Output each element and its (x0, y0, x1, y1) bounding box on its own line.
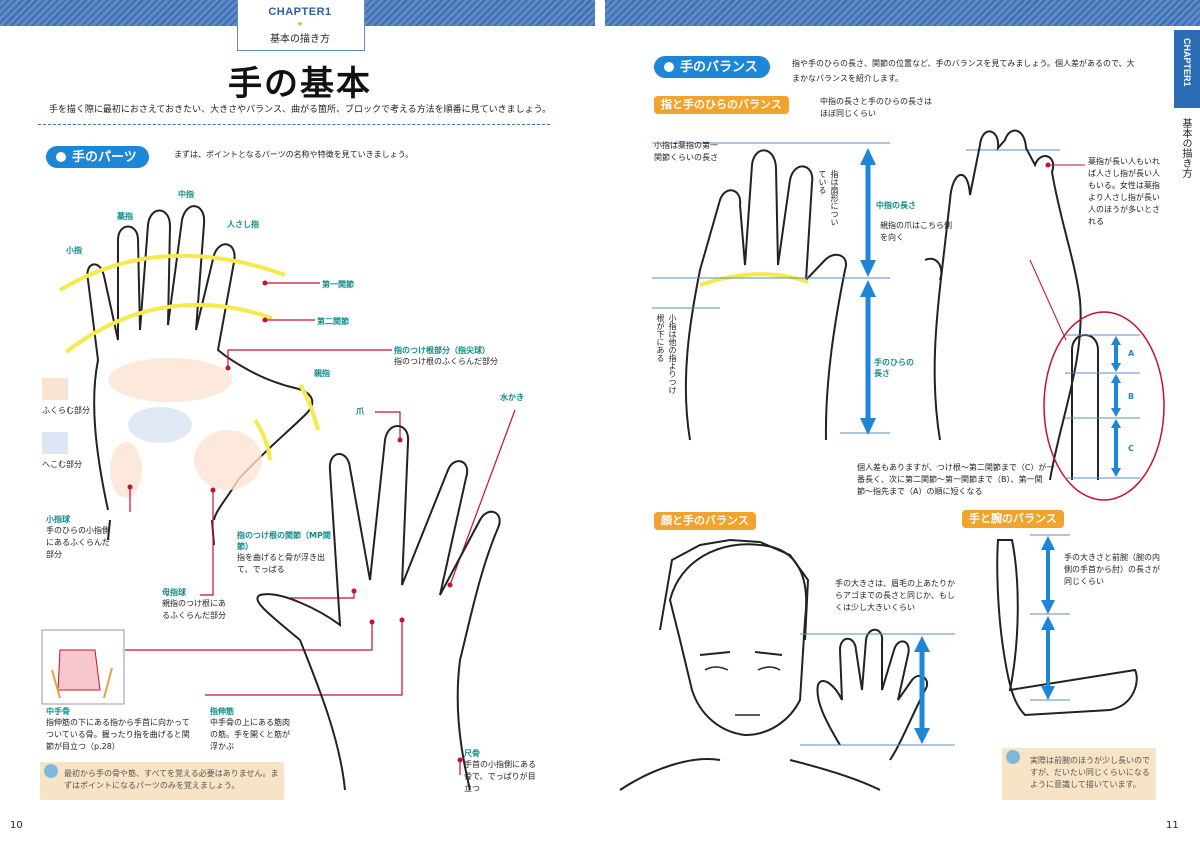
pencil-icon (44, 764, 58, 778)
label-nail: 爪 (356, 407, 364, 416)
star-icon: ★ (296, 20, 304, 28)
note-little-length: 小指は薬指の第一関節くらいの長さ (654, 141, 718, 162)
note-segments: 個人差もありますが、つけ根〜第二関節まで（C）が一番長く、次に第二関節〜第一関節… (857, 463, 1055, 496)
side-tab-title: 基本の描き方 (1180, 118, 1191, 178)
label-second-joint: 第二関節 (317, 317, 349, 326)
chapter-subtitle: 基本の描き方 (270, 34, 330, 45)
chapter-side-tab[interactable]: CHAPTER1 (1174, 30, 1200, 108)
legend-swell: ふくらむ部分 (42, 406, 90, 415)
note-face: 手の大きさは、眉毛の上あたりからアゴまでの長さと同じか、もしくは少し大きいくらい (835, 579, 955, 612)
note-fan: 指は扇形についている (818, 170, 839, 226)
label-ring-finger: 薬指 (117, 212, 133, 221)
page-number-right: 11 (1166, 820, 1179, 831)
header-stripe-right (605, 0, 1200, 26)
pencil-icon-2 (1006, 750, 1020, 764)
tag-face-balance: 顔と手のバランス (654, 512, 756, 530)
parts-intro: まずは、ポイントとなるパーツの名称や特徴を見ていきましょう。 (174, 150, 414, 159)
tip-text-left: 最初から手の骨や筋、すべてを覚える必要はありません。まずはポイントになるパーツの… (64, 769, 279, 790)
tip-note-left (40, 762, 284, 800)
label-middle-finger: 中指 (178, 190, 194, 199)
note-middle-eq: 中指の長さと手のひらの長さはほぼ同じくらい (820, 97, 932, 118)
callout-fingertip-pad: 指のつけ根部分（指尖球） 指のつけ根のふくらんだ部分 (394, 346, 498, 366)
label-palm-length: 手のひらの長さ (874, 358, 914, 378)
tag-palm-balance: 指と手のひらのバランス (654, 96, 789, 114)
label-segment-b: B (1128, 392, 1135, 401)
callout-thenar: 母指球 親指のつけ根にあるふくらんだ部分 (162, 588, 226, 620)
section-heading-parts: 手のパーツ (46, 146, 149, 168)
callout-ulna: 尺骨 手首の小指側にある骨で、でっぱりが目立つ (464, 749, 536, 793)
tip-text-right: 実際は前腕のほうが少し長いのですが、だいたい同じくらいになるように意識して描いて… (1030, 756, 1150, 789)
palm-outline (86, 205, 314, 521)
label-segment-a: A (1128, 349, 1135, 358)
header-stripe-left (0, 0, 237, 26)
note-arm: 手の大きさと前腕（腕の内側の手首から肘）の長さが同じくらい (1064, 553, 1160, 586)
intro-text: 手を描く際に最初におさえておきたい、大きさやバランス、曲がる箇所、ブロックで考え… (48, 105, 552, 115)
arm-outline (996, 539, 1138, 717)
note-little-root: 小指は他の指よりつけ根が下にある (656, 314, 677, 394)
tip-note-right (1002, 748, 1156, 800)
label-index-finger: 人さし指 (227, 220, 259, 229)
chapter-box (237, 0, 365, 51)
label-thumb: 親指 (314, 369, 330, 378)
callout-mp-joint: 指のつけ根の関節（MP関節） 指を曲げると骨が浮き出て、でっぱる (237, 531, 331, 574)
bullet-icon (56, 152, 66, 162)
chapter-label: CHAPTER1 (268, 6, 332, 18)
label-first-joint: 第一関節 (322, 280, 354, 289)
dashed-divider (38, 124, 550, 125)
palm-illustration (41, 129, 1165, 791)
label-middle-length: 中指の長さ (876, 201, 916, 210)
callout-metacarpal: 中手骨 指伸筋の下にある指から手首に向かってついている骨。握ったり指を曲げると関… (46, 707, 190, 751)
label-segment-c: C (1128, 444, 1134, 453)
page-number-left: 10 (10, 820, 23, 831)
back-hand-outline (256, 425, 501, 791)
note-thumb-nail: 親指の爪はこちら側を向く (880, 221, 952, 242)
label-web: 水かき (500, 393, 524, 402)
header-stripe-mid (363, 0, 595, 26)
right-hand-outline (684, 149, 847, 441)
legend-dent: へこむ部分 (42, 460, 82, 469)
callout-extensor: 指伸筋 中手骨の上にある筋肉の筋。手を開くと筋が浮かぶ (210, 707, 290, 751)
tag-arm-balance: 手と腕のバランス (962, 510, 1064, 528)
face-outline (668, 543, 808, 737)
section-heading-balance: 手のバランス (654, 56, 770, 78)
balance-intro: 指や手のひらの長さ、関節の位置など、手のバランスを見てみましょう。個人差があるの… (792, 59, 1135, 83)
page-title: 手の基本 (228, 64, 372, 104)
bullet-icon-2 (664, 62, 674, 72)
label-little-finger: 小指 (66, 246, 82, 255)
callout-hypothenar: 小指球 手のひらの小指側にあるふくらんだ部分 (46, 515, 110, 559)
note-ring-length: 薬指が長い人もいれば人さし指が長い人もいる。女性は薬指より人さし指が長い人のほう… (1088, 157, 1160, 226)
